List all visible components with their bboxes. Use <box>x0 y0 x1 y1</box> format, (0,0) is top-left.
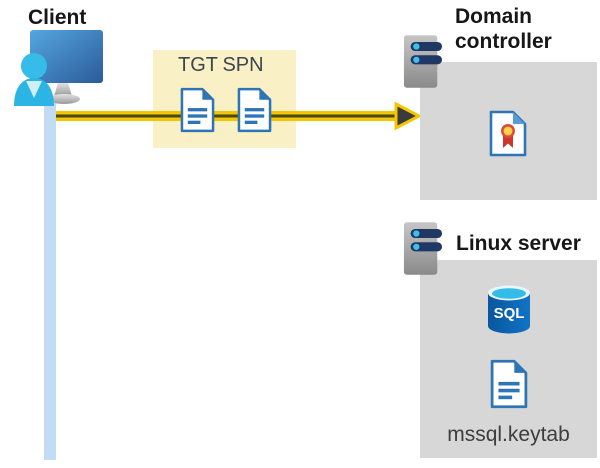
person-icon <box>14 53 54 106</box>
monitor-icon <box>30 30 103 83</box>
kerberos-request-arrow <box>56 111 398 121</box>
spn-document-icon <box>237 87 272 133</box>
domain-controller-label: Domain controller <box>455 5 552 53</box>
linux-server-label: Linux server <box>456 232 581 255</box>
client-label: Client <box>28 6 87 29</box>
sql-database-icon: SQL <box>488 285 530 334</box>
keytab-document-icon <box>490 359 528 409</box>
keytab-file-label: mssql.keytab <box>447 423 570 446</box>
sql-text: SQL <box>494 305 525 322</box>
monitor-base <box>48 94 80 104</box>
monitor-stand <box>54 83 72 96</box>
certificate-icon <box>489 110 527 157</box>
client-workstation-icon <box>14 30 103 106</box>
linux-server-icon <box>403 222 443 275</box>
spn-label: SPN <box>222 54 264 76</box>
domain-controller-server-icon <box>403 35 443 88</box>
tgt-document-icon <box>180 87 215 133</box>
ticket-box <box>153 50 296 148</box>
arrow-head-icon <box>394 102 422 130</box>
tgt-label: TGT <box>178 54 218 76</box>
client-connection-line <box>44 96 56 460</box>
